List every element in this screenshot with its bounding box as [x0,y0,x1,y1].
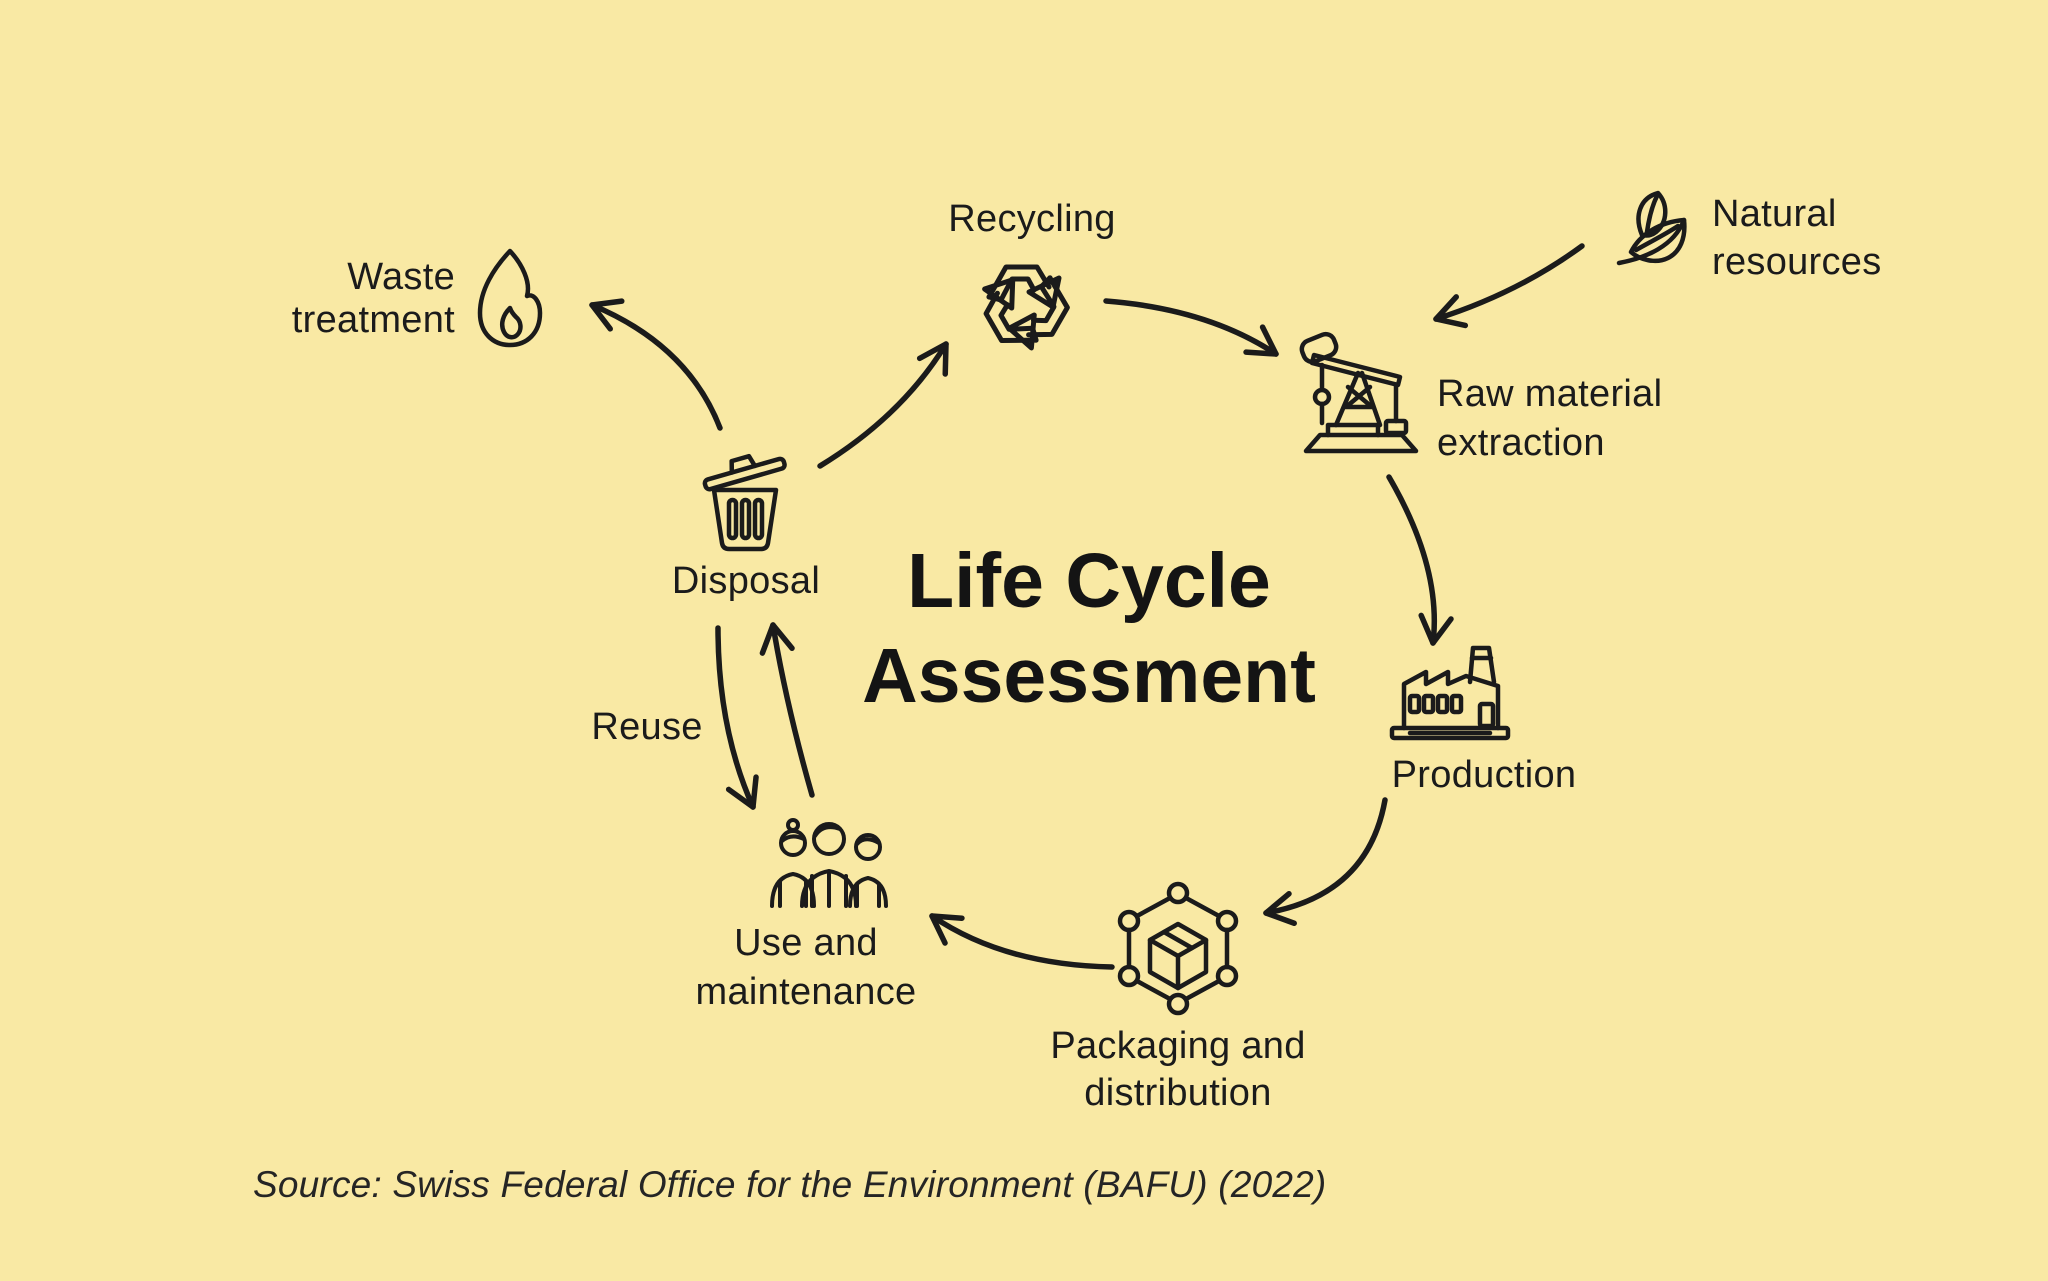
label-reuse: Reuse [591,706,703,748]
page-title: Life Cycle Assessment [862,538,1316,719]
leaf-icon [1616,190,1687,266]
package-network-icon [1117,881,1239,1016]
label-production: Production [1391,754,1577,796]
label-packaging-distribution: Packaging and distribution [1050,1025,1306,1114]
flame-icon [477,248,543,348]
arrow-disposal-to-waste-treatment [589,298,723,431]
arrow-production-to-packaging [1263,797,1388,926]
arrow-raw-material-to-production [1386,474,1454,646]
arrow-use-to-disposal [759,622,815,798]
trash-can-icon [702,453,787,552]
label-recycling: Recycling [948,198,1116,240]
recycle-icon [975,267,1076,355]
arrow-natural-resources-to-raw-material [1433,243,1585,329]
people-icon [770,818,888,908]
label-waste-treatment: Waste treatment [291,256,455,341]
arrow-packaging-to-use [929,913,1115,970]
label-raw-material-extraction: Raw material extraction [1437,373,1663,464]
label-disposal: Disposal [671,560,821,602]
arrow-recycling-to-raw-material [1103,298,1279,357]
label-use-maintenance: Use and maintenance [695,922,917,1013]
source-note: Source: Swiss Federal Office for the Env… [253,1164,1327,1205]
label-natural-resources: Natural resources [1712,193,1882,283]
arrow-disposal-to-recycling [817,341,949,469]
oil-pump-icon [1299,331,1419,454]
factory-icon [1389,645,1511,741]
arrow-reuse-disposal-to-use [715,625,759,810]
